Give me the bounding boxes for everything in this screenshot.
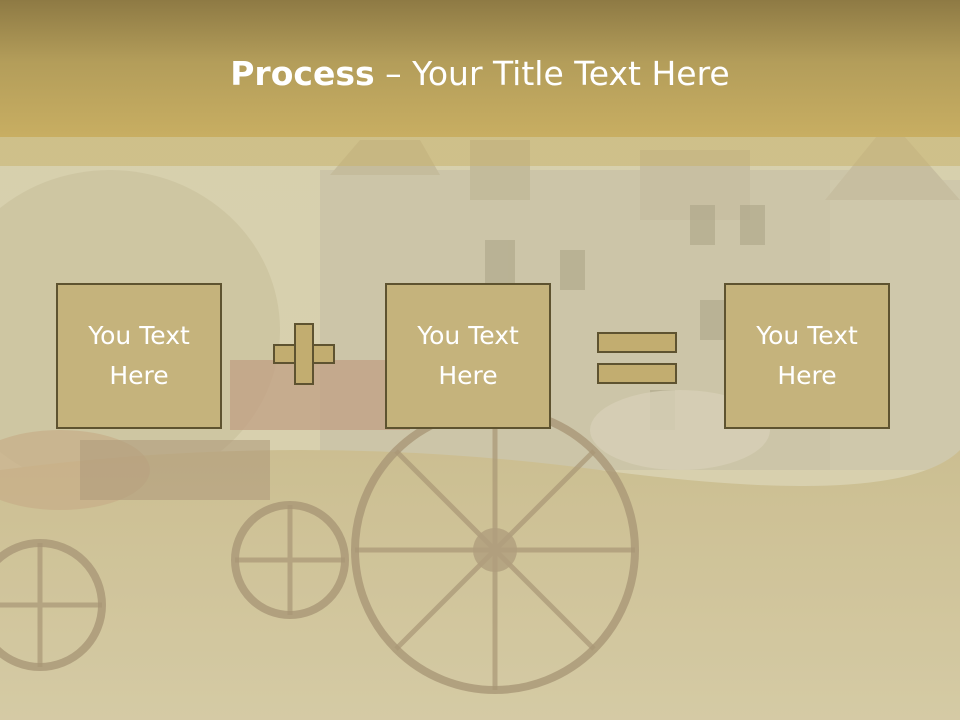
plus-center — [296, 346, 312, 362]
process-box-1[interactable]: You Text Here — [56, 283, 222, 429]
title-band-shadow — [0, 137, 960, 166]
title-rest: – Your Title Text Here — [374, 54, 730, 93]
process-box-2[interactable]: You Text Here — [385, 283, 551, 429]
process-box-2-text: You Text Here — [417, 321, 519, 390]
equals-icon — [597, 332, 677, 384]
slide-title: Process – Your Title Text Here — [0, 52, 960, 96]
process-box-1-text: You Text Here — [88, 321, 190, 390]
equals-bottom-bar — [597, 363, 677, 384]
title-band — [0, 0, 960, 137]
process-box-3[interactable]: You Text Here — [724, 283, 890, 429]
plus-icon — [273, 323, 335, 385]
equals-top-bar — [597, 332, 677, 353]
process-box-3-text: You Text Here — [756, 321, 858, 390]
title-bold-word: Process — [230, 54, 375, 93]
